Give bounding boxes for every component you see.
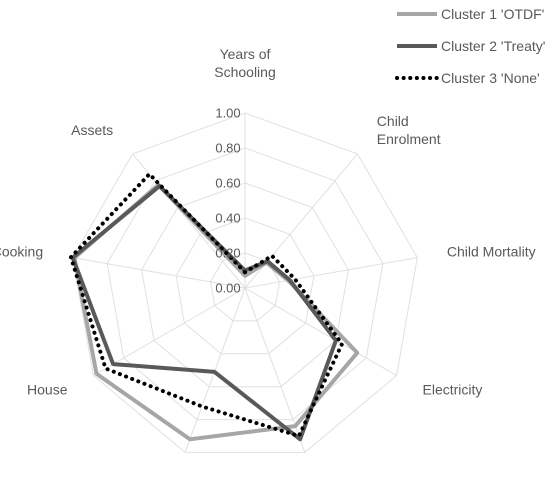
axis-label-8: Assets: [71, 122, 113, 138]
tick-label: 0.00: [215, 281, 240, 296]
legend-label-3: Cluster 3 'None': [441, 70, 540, 86]
axis-label-6: House: [27, 382, 68, 398]
axis-label-3: Electricity: [423, 382, 483, 398]
grid-spoke-7: [72, 257, 246, 289]
legend: Cluster 1 'OTDF' Cluster 2 'Treaty' Cluste…: [395, 6, 545, 86]
tick-label: 0.60: [215, 176, 240, 191]
radar-series: [68, 172, 360, 442]
axis-label-7: Cooking: [0, 243, 43, 259]
grid-spoke-1: [244, 153, 358, 289]
grid-ring-3: [141, 182, 349, 388]
axis-label-2: Child Mortality: [447, 243, 536, 259]
axis-label-line: Cooking: [0, 243, 43, 259]
tick-label: 0.80: [215, 141, 240, 156]
grid-spoke-6: [93, 287, 246, 376]
grid-ring-1: [209, 252, 281, 322]
axis-label-line: Electricity: [423, 382, 483, 398]
series-line-2: [70, 184, 338, 442]
legend-label-1: Cluster 1 'OTDF': [441, 6, 544, 22]
tick-label: 0.40: [215, 211, 240, 226]
legend-label-2: Cluster 2 'Treaty': [441, 38, 545, 54]
radar-grid: [72, 112, 418, 453]
axis-label-line: House: [27, 382, 68, 398]
tick-label: 0.20: [215, 246, 240, 261]
axis-label-0: Years of Schooling: [214, 46, 276, 80]
axis-label-line: Child: [377, 113, 409, 129]
grid-ring-5: [72, 112, 418, 453]
grid-ring-2: [175, 217, 315, 355]
grid-spoke-2: [244, 257, 418, 289]
axis-label-line: Enrolment: [377, 131, 441, 147]
axis-label-line: Child Mortality: [447, 243, 536, 259]
radial-tick-labels: 0.00 0.20 0.40 0.60 0.80 1.00: [215, 106, 240, 296]
axis-label-line: Schooling: [214, 64, 276, 80]
series-line-3: [68, 172, 344, 438]
tick-label: 1.00: [215, 106, 240, 121]
axis-label-line: Assets: [71, 122, 113, 138]
axis-label-line: Years of: [220, 46, 271, 62]
grid-spoke-3: [244, 287, 397, 376]
